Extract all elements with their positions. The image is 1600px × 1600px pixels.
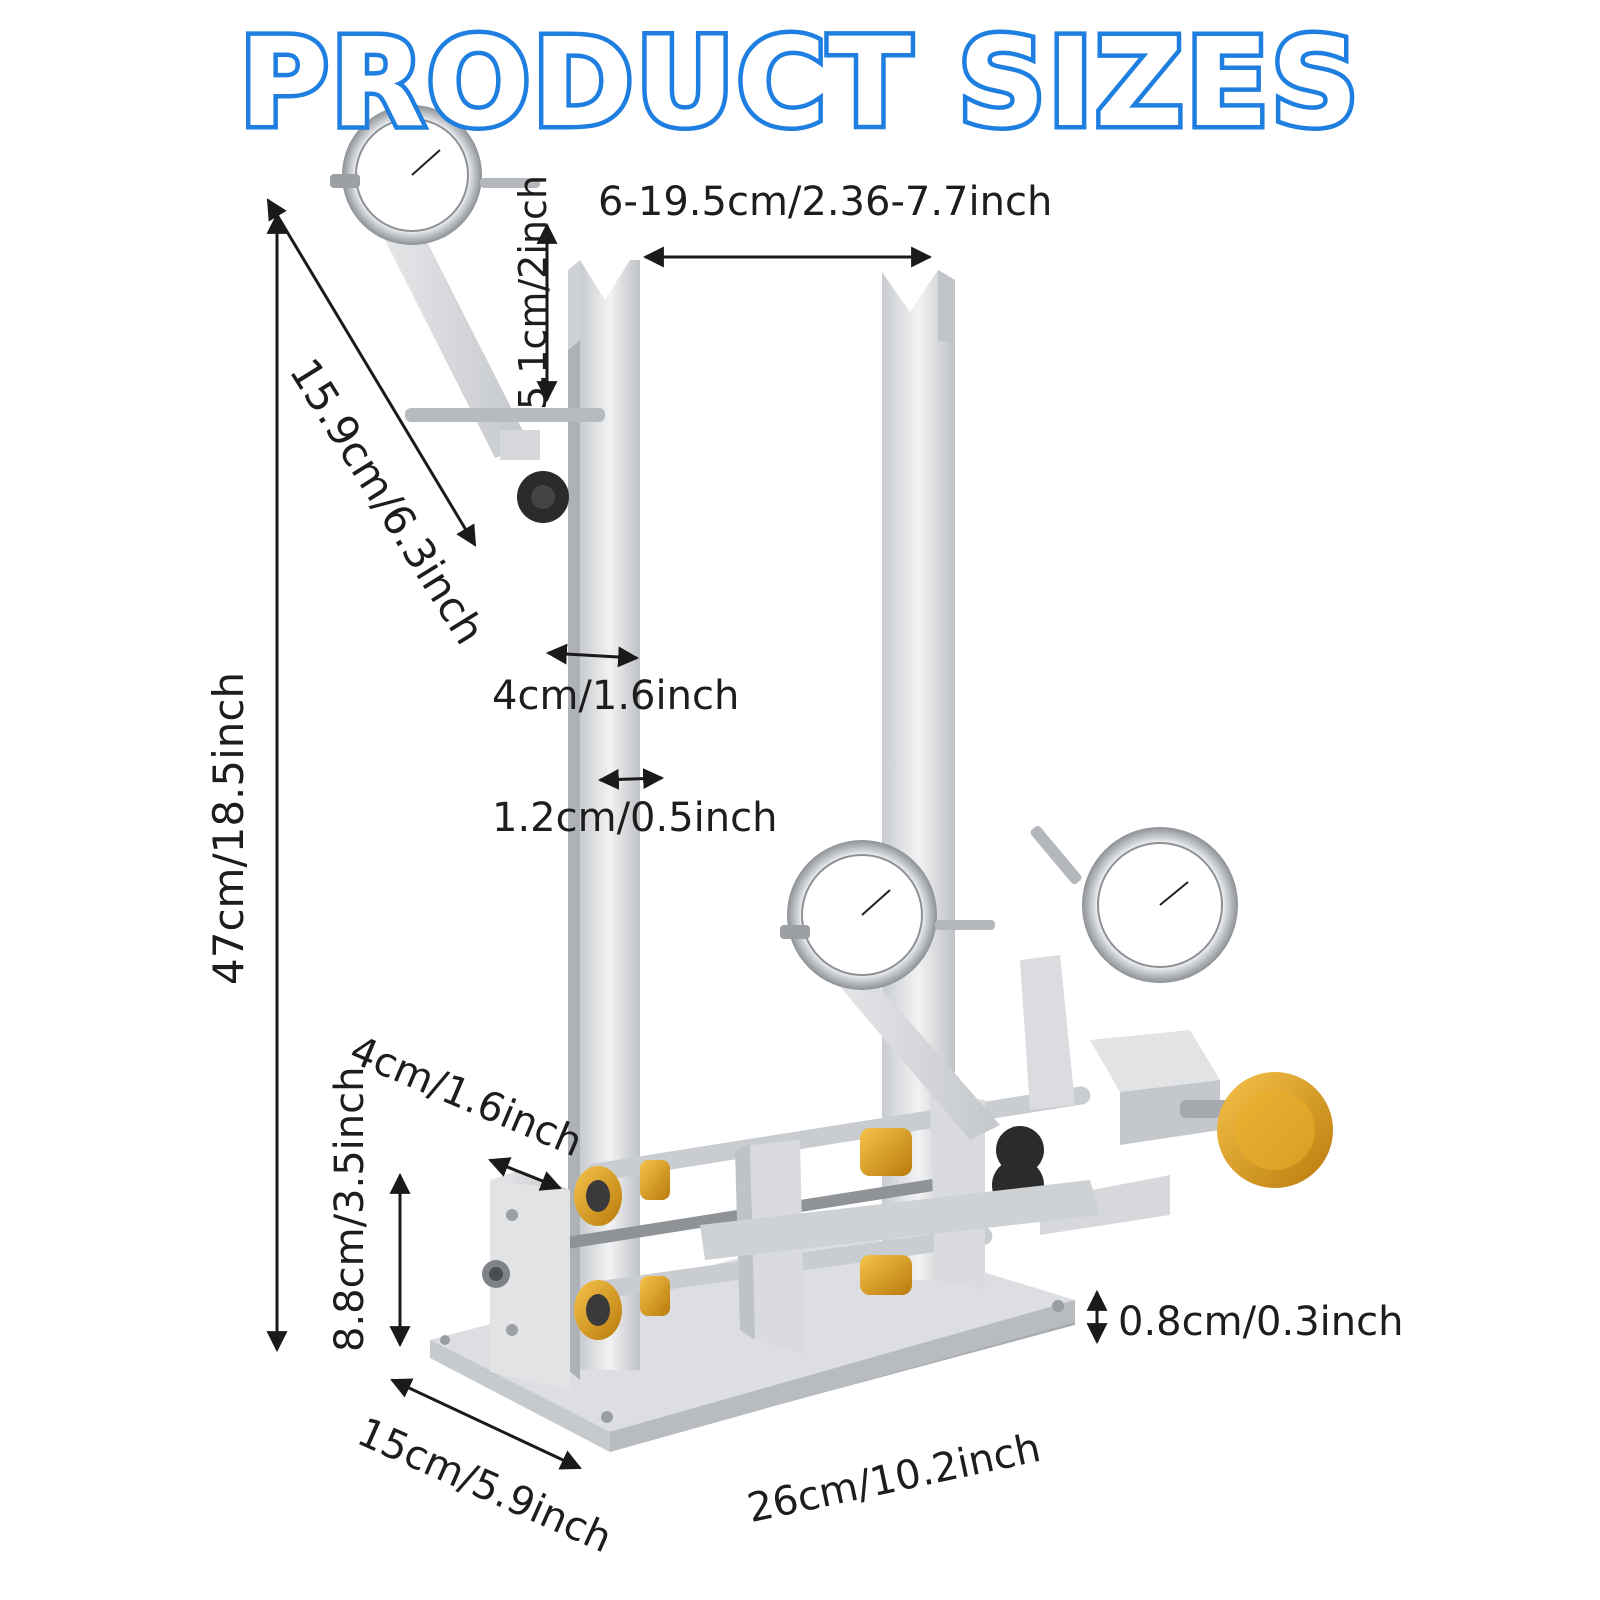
upright-depth-label: 1.2cm/0.5inch bbox=[492, 795, 778, 841]
page-title: PRODUCT SIZES bbox=[235, 8, 1364, 159]
dimension-arrows bbox=[266, 198, 1108, 1470]
left-upright bbox=[568, 260, 640, 1380]
top-height-label: 5.1cm/2inch bbox=[511, 175, 555, 410]
total-height-label: 47cm/18.5inch bbox=[204, 671, 253, 985]
base-thickness-label: 0.8cm/0.3inch bbox=[1118, 1299, 1404, 1345]
gold-adjustment-knob bbox=[1217, 1072, 1333, 1188]
gold-bushings bbox=[574, 1128, 912, 1340]
left-clamp-block bbox=[482, 1170, 570, 1390]
right-clamp-block bbox=[700, 1030, 1240, 1260]
right-dial-gauge bbox=[1020, 825, 1238, 1110]
block-height-label: 8.8cm/3.5inch bbox=[327, 1066, 373, 1352]
middle-dial-gauge bbox=[780, 840, 1044, 1211]
upright-width-label: 4cm/1.6inch bbox=[492, 673, 740, 719]
gap-width-label: 6-19.5cm/2.36-7.7inch bbox=[598, 179, 1053, 225]
